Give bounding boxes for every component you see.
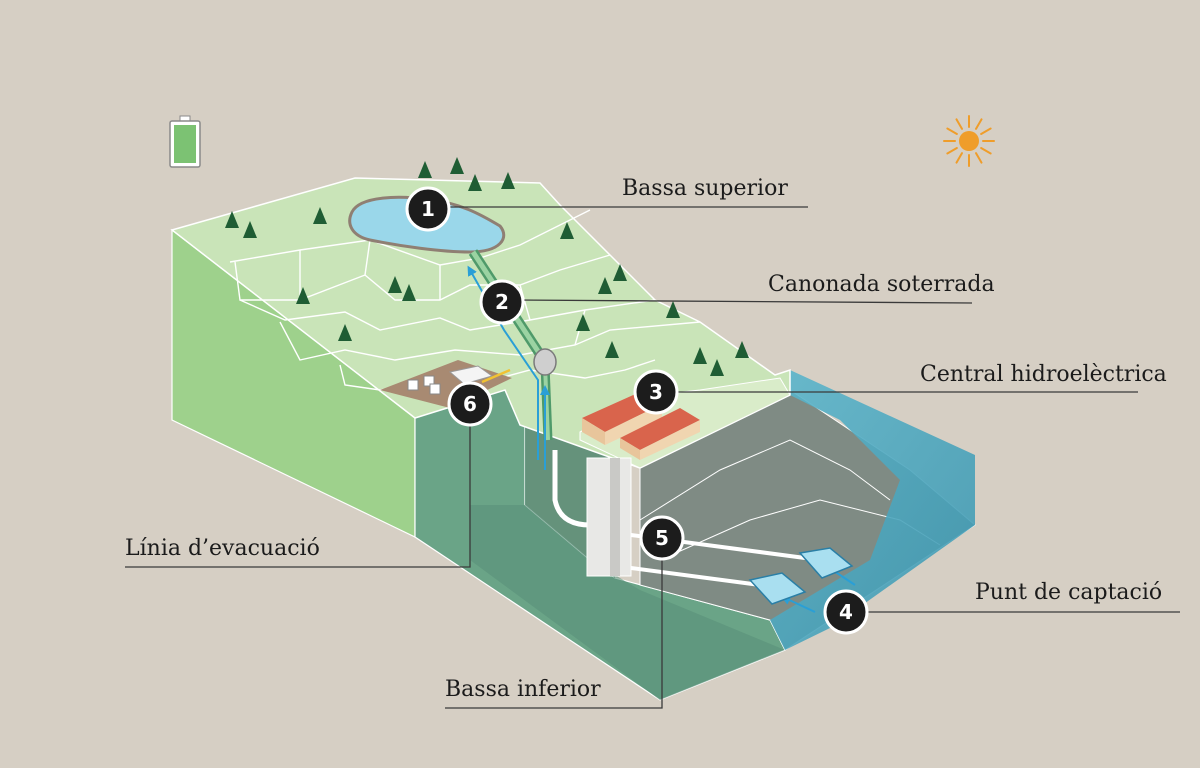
sun-ray <box>980 147 992 155</box>
marker-6: 6 <box>447 381 493 427</box>
tree <box>666 301 680 318</box>
tree <box>605 341 619 358</box>
tree <box>388 276 402 293</box>
sun-ray <box>955 152 963 164</box>
label-canonada-soterrada: Canonada soterrada <box>768 272 995 297</box>
tree <box>693 347 707 364</box>
tree <box>598 277 612 294</box>
tree <box>560 222 574 239</box>
tree <box>402 284 416 301</box>
sun-ray <box>980 127 992 135</box>
tree <box>735 341 749 358</box>
tree <box>613 264 627 281</box>
label-linia-evacuacio: Línia d’evacuació <box>125 536 320 561</box>
tree <box>225 211 239 228</box>
sun-ray <box>975 118 983 130</box>
power-station <box>582 392 700 460</box>
label-central-hidroelectrica: Central hidroelèctrica <box>920 362 1167 387</box>
sun-icon <box>943 115 995 167</box>
sun-ray <box>946 127 958 135</box>
sun-ray <box>975 152 983 164</box>
marker-2: 2 <box>479 279 525 325</box>
tree <box>296 287 310 304</box>
tree <box>576 314 590 331</box>
label-bassa-superior: Bassa superior <box>622 176 788 201</box>
substation <box>407 365 511 395</box>
intake-structure-2 <box>748 572 807 605</box>
terrain-front-face-shadow <box>470 505 785 700</box>
label-punt-captacio: Punt de captació <box>975 580 1163 605</box>
marker-4: 4 <box>823 589 869 635</box>
sun-ray <box>946 147 958 155</box>
vertical-shaft <box>586 457 632 577</box>
sun-ray <box>955 118 963 130</box>
tree <box>710 359 724 376</box>
tree <box>450 157 464 174</box>
leader-lines <box>125 206 1180 709</box>
marker-3: 3 <box>633 369 679 415</box>
underground-works <box>552 450 854 605</box>
battery-icon <box>169 115 201 168</box>
intake-structure-1 <box>798 547 854 579</box>
svg-text:6: 6 <box>463 392 477 416</box>
svg-text:3: 3 <box>649 380 663 404</box>
slope-ridge-1 <box>639 439 891 521</box>
marker-1: 1 <box>405 186 451 232</box>
lower-reservoir-water <box>770 370 975 650</box>
tree <box>418 161 432 178</box>
tree <box>338 324 352 341</box>
intake-tunnel-2 <box>630 566 761 587</box>
svg-text:4: 4 <box>839 600 853 624</box>
tree <box>243 221 257 238</box>
label-bassa-inferior: Bassa inferior <box>445 677 601 702</box>
marker-5: 5 <box>639 515 685 561</box>
svg-text:1: 1 <box>421 197 435 221</box>
tree <box>313 207 327 224</box>
trees <box>225 157 749 376</box>
svg-text:2: 2 <box>495 290 509 314</box>
tree <box>468 174 482 191</box>
svg-text:5: 5 <box>655 526 669 550</box>
tree <box>501 172 515 189</box>
